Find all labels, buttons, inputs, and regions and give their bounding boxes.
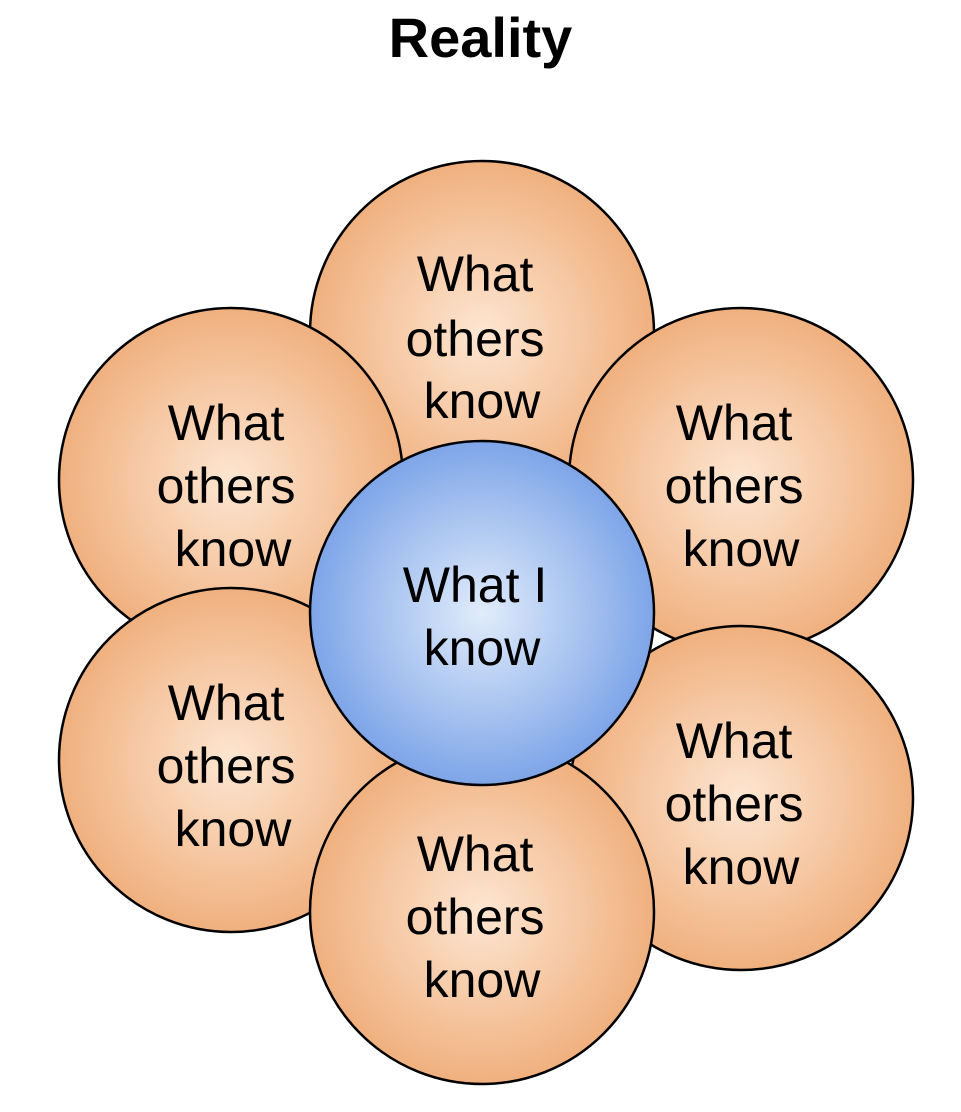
center-node [308,439,656,787]
petal-label-line: others [406,889,545,945]
center-label-line: know [424,620,542,676]
petal-label-line: What [168,395,285,451]
petal-label-line: know [424,952,542,1008]
petal-label-line: What [417,246,534,302]
petal-label-line: others [665,776,804,832]
petal-label-line: others [406,311,545,367]
petal-label-line: What [676,713,793,769]
petal-label-top: What others know [406,246,559,429]
petal-label-line: know [175,521,293,577]
center-circle [308,439,656,787]
petal-label-line: What [417,826,534,882]
petal-label-line: know [683,521,801,577]
petal-label-line: What [168,675,285,731]
petal-label-lower-right: What others know [665,713,818,895]
petal-label-lower-left: What others know [157,675,310,857]
petal-label-line: know [683,839,801,895]
petal-label-line: What [676,395,793,451]
petal-label-line: others [157,458,296,514]
petal-label-line: know [424,373,542,429]
petal-label-line: others [157,738,296,794]
petal-label-upper-left: What others know [157,395,310,577]
center-label-line: What I [403,557,547,613]
petal-label-line: know [175,801,293,857]
petal-label-line: others [665,458,804,514]
petal-label-bottom: What others know [406,826,559,1008]
petal-label-upper-right: What others know [665,395,818,577]
center-label: What I know [403,557,561,676]
diagram-title: Reality [388,6,573,69]
